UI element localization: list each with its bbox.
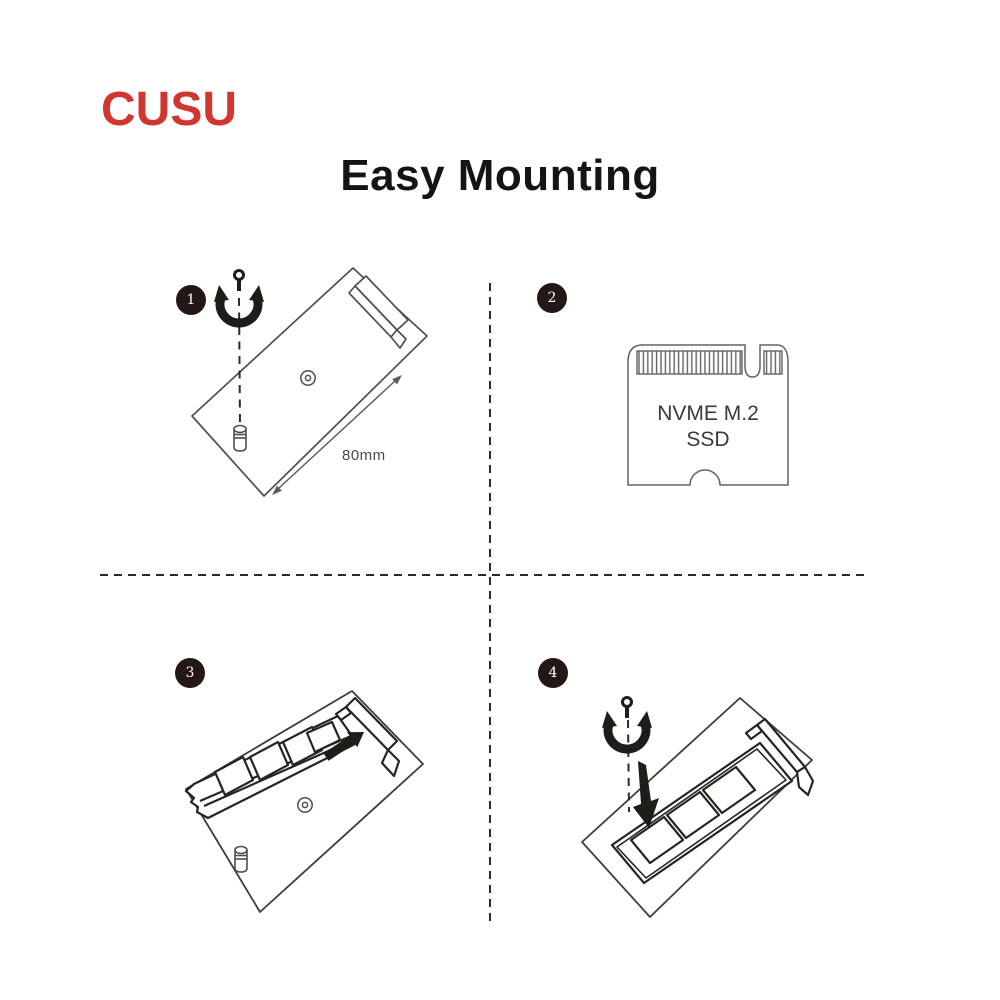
step-4-illustration [581, 696, 815, 918]
ssd-chip [305, 720, 342, 754]
ssd-chip [213, 755, 255, 797]
alignment-dashed-line [627, 719, 630, 813]
card-label-line2: SSD [686, 428, 729, 451]
edge-connector-fingers [636, 350, 783, 375]
connector-slot-bracket [744, 717, 815, 797]
alignment-dashed-line [238, 297, 241, 426]
insert-arrow-icon [323, 732, 364, 761]
screw-standoff-icon [233, 424, 247, 452]
rotate-screw-icon [602, 696, 652, 754]
nvme-ssd [184, 714, 359, 820]
screw-hole-icon [300, 370, 316, 386]
card-label-line1: NVME M.2 [657, 402, 759, 425]
ssd-chip [629, 815, 685, 865]
brand-logo: CUSU [101, 83, 238, 136]
dimension-arrow: 80mm [272, 375, 402, 495]
step-3-badge: 3 [175, 658, 205, 688]
rotate-screw-icon [214, 269, 264, 328]
screw-standoff-icon [234, 845, 248, 873]
page-title: Easy Mounting [340, 151, 660, 200]
ssd-chip [701, 765, 757, 815]
divider-horizontal [100, 574, 868, 576]
step-1-badge: 1 [176, 285, 206, 315]
step-1-illustration: 80mm [191, 267, 428, 497]
step-2-badge: 2 [537, 283, 567, 313]
step-4-badge: 4 [538, 658, 568, 688]
step-3-illustration [184, 690, 424, 913]
ssd-chip [665, 790, 721, 840]
screw-hole-icon [297, 797, 313, 813]
press-down-arrow-icon [633, 761, 659, 828]
step-2-illustration: NVME M.2 SSD [627, 344, 789, 486]
dimension-label: 80mm [342, 447, 386, 464]
ssd-chip [248, 740, 290, 782]
ssd-connector-block [348, 275, 409, 349]
nvme-ssd [610, 741, 794, 885]
ssd-card: NVME M.2 SSD [627, 344, 789, 486]
connector-slot-bracket [334, 696, 401, 778]
divider-vertical [489, 283, 491, 922]
